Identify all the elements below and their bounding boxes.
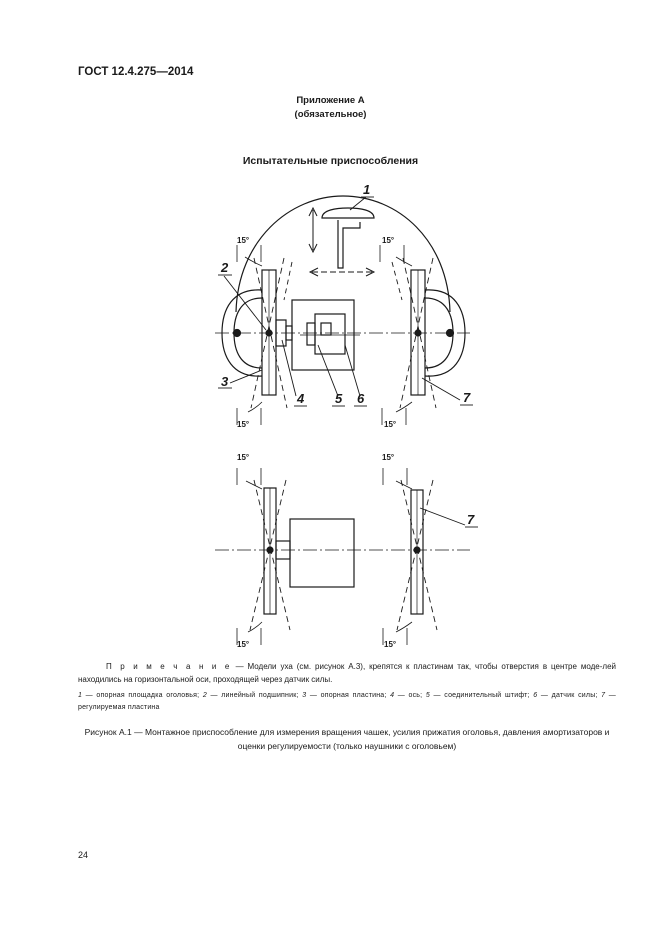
- figure-note: П р и м е ч а н и е — Модели уха (см. ри…: [78, 660, 616, 686]
- callout-1: 1: [363, 182, 370, 197]
- headband-arc: [235, 195, 451, 313]
- angle-label: 15°: [237, 640, 249, 649]
- lower-assembly-drawing: [215, 468, 478, 645]
- legend-num: 5: [425, 692, 430, 699]
- figure-legend: 1 — опорная площадка оголовья; 2 — линей…: [78, 690, 616, 714]
- standard-header: ГОСТ 12.4.275—2014: [78, 66, 194, 78]
- legend-text: — датчик силы;: [537, 692, 602, 699]
- upper-assembly-drawing: [215, 195, 473, 425]
- headband-pad: [321, 207, 375, 219]
- callout-2: 2: [220, 260, 229, 275]
- page-number: 24: [78, 850, 89, 860]
- legend-text: — ось;: [394, 692, 426, 699]
- note-text: — Модели уха (см. рисунок А.3), крепятся…: [78, 662, 616, 684]
- callout-4: 4: [296, 391, 305, 406]
- angle-label: 15°: [382, 453, 394, 462]
- legend-text: — опорная площадка оголовья;: [82, 692, 203, 699]
- legend-text: — опорная пластина;: [306, 692, 391, 699]
- appendix-title: Приложение А: [296, 95, 365, 106]
- figure-drawing: 1 2 3 4 5 6 7 7 15° 15° 15° 15° 15° 15° …: [215, 182, 478, 649]
- figure-caption: Рисунок А.1 — Монтажное приспособление д…: [84, 727, 610, 751]
- lower-sensor-block: [289, 518, 355, 588]
- angle-label: 15°: [382, 236, 394, 245]
- callout-7-lower: 7: [467, 512, 475, 527]
- legend-num: 3: [302, 692, 307, 699]
- callout-3: 3: [221, 374, 229, 389]
- legend-num: 1: [78, 692, 83, 699]
- legend-text: — линейный подшипник;: [206, 692, 303, 699]
- legend-num: 6: [533, 692, 538, 699]
- legend-num: 2: [202, 692, 207, 699]
- legend-num: 4: [390, 692, 395, 699]
- legend-text: — соединительный штифт;: [429, 692, 534, 699]
- callout-7-upper: 7: [463, 390, 471, 405]
- angle-label: 15°: [384, 420, 396, 429]
- angle-label: 15°: [237, 453, 249, 462]
- callout-5: 5: [335, 391, 343, 406]
- appendix-status: (обязательное): [294, 109, 367, 120]
- note-lead: П р и м е ч а н и е: [106, 662, 232, 671]
- callout-6: 6: [357, 391, 365, 406]
- angle-label: 15°: [384, 640, 396, 649]
- angle-label: 15°: [237, 236, 249, 245]
- legend-num: 7: [601, 692, 606, 699]
- section-title: Испытательные приспособления: [242, 155, 419, 167]
- legend-text: — регулируемая пластина: [78, 692, 617, 711]
- angle-label: 15°: [237, 420, 249, 429]
